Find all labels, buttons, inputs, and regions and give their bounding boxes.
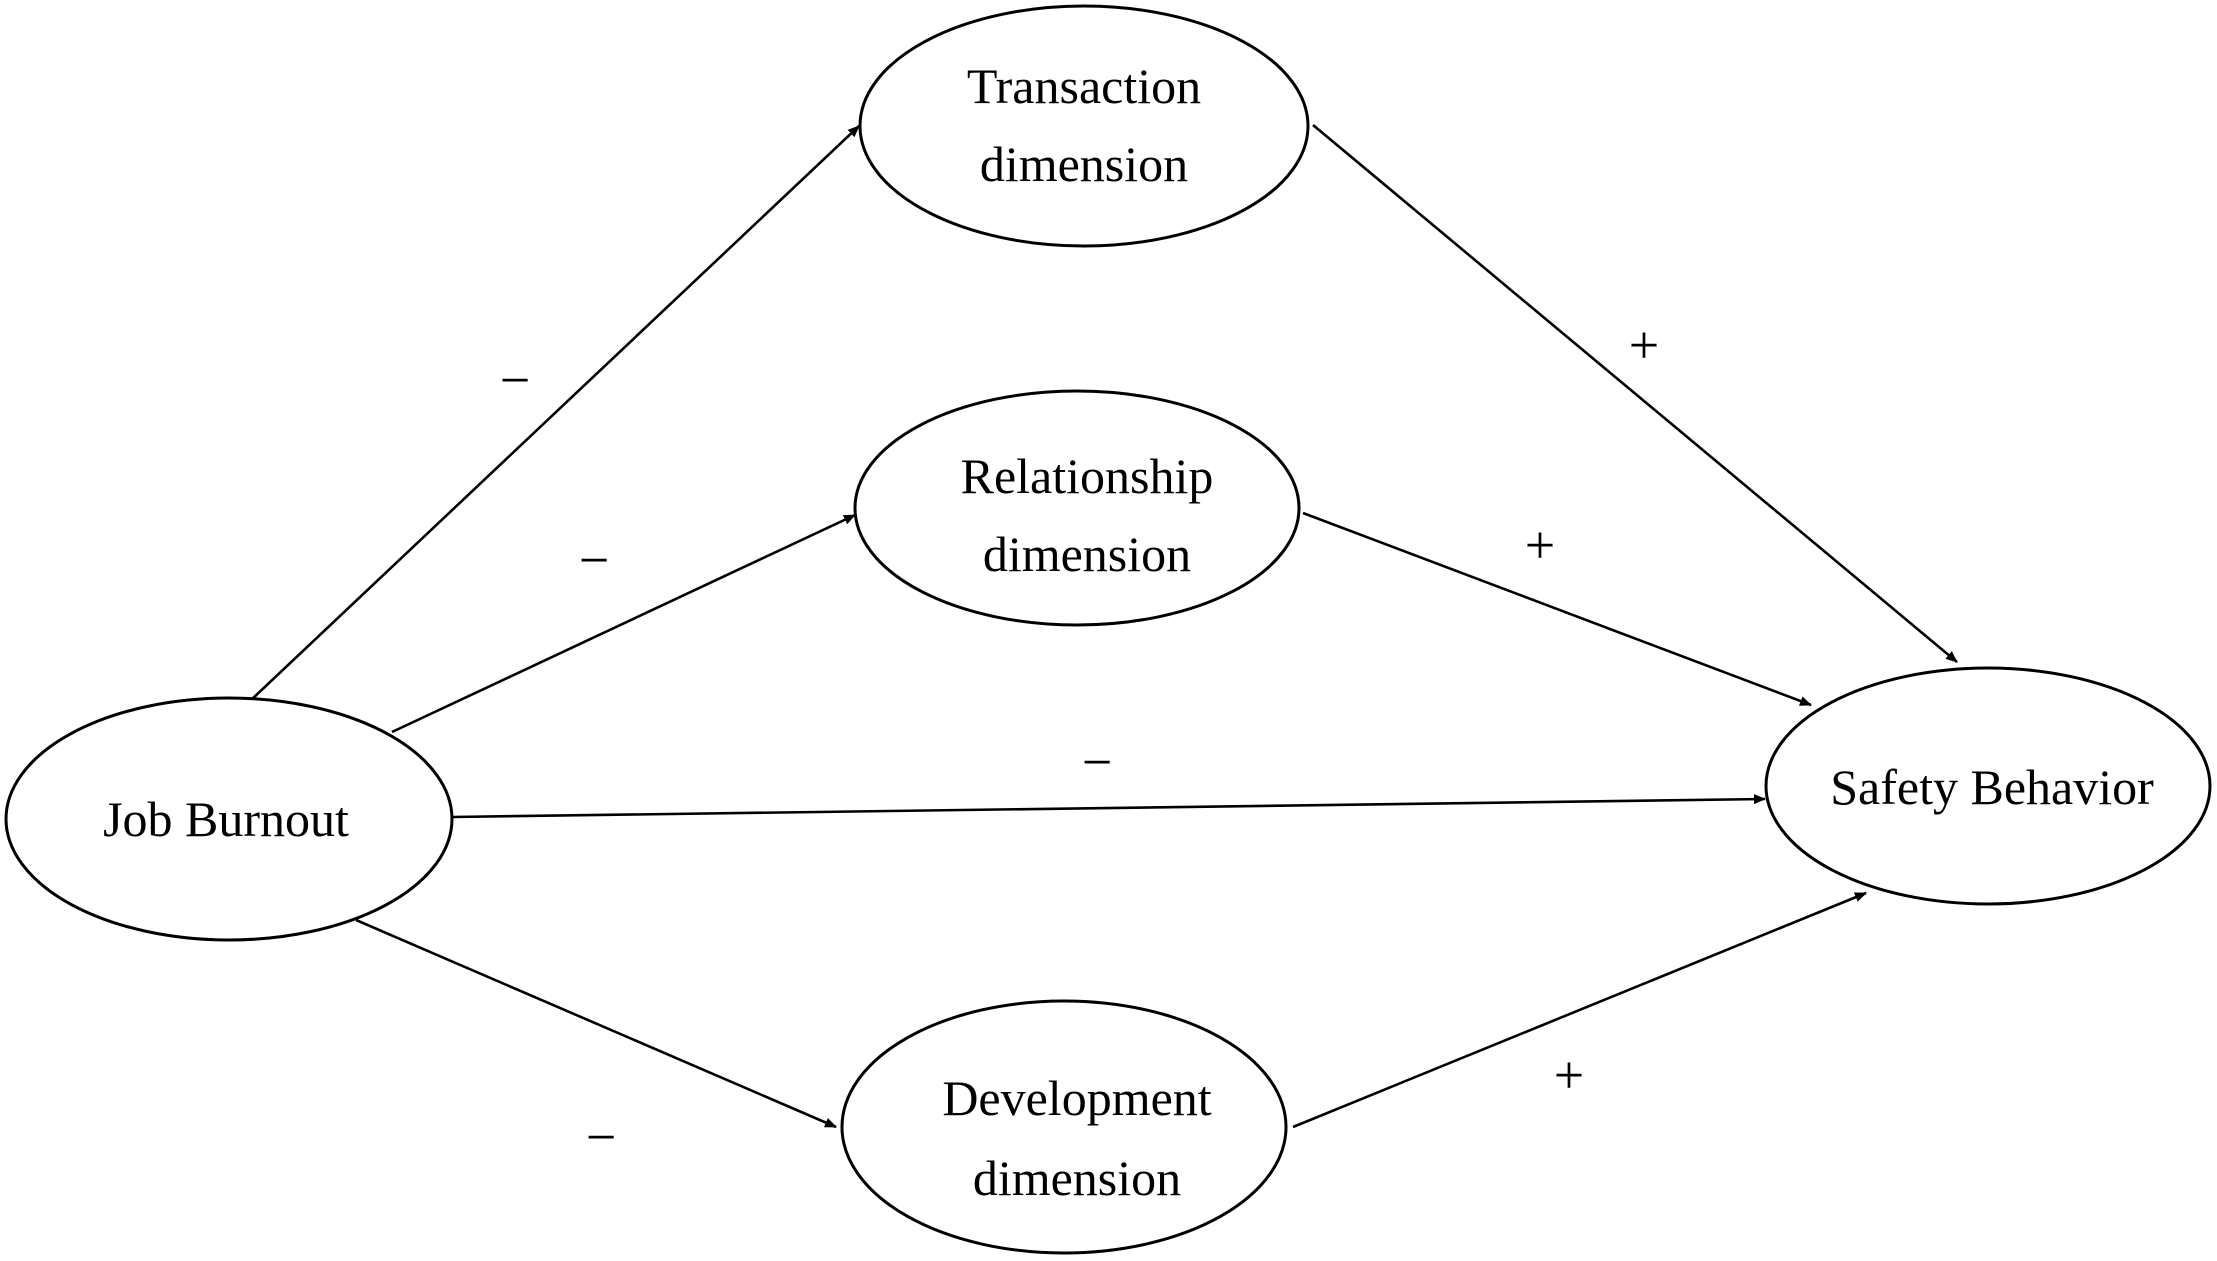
edge-burnout-to-transaction: − (250, 125, 860, 701)
node-ellipse (840, 999, 1288, 1255)
node-development-dimension: Development dimension (840, 999, 1288, 1255)
node-label-line2: dimension (983, 526, 1191, 582)
node-label: Job Burnout (103, 791, 349, 847)
edge-sign-burnout-safety: − (1082, 732, 1112, 792)
edge-sign-relationship-safety: + (1525, 515, 1555, 575)
node-transaction-dimension: Transaction dimension (858, 4, 1310, 248)
edge-line (355, 918, 837, 1129)
edge-sign-burnout-transaction: − (500, 350, 530, 410)
node-safety-behavior: Safety Behavior (1764, 666, 2212, 906)
edge-burnout-to-safety: − (451, 732, 1766, 819)
edge-sign-burnout-relationship: − (579, 530, 609, 590)
edge-line (1292, 891, 1867, 1129)
edge-sign-transaction-safety: + (1629, 315, 1659, 375)
edge-line (1302, 511, 1812, 707)
node-ellipse (1764, 666, 2212, 906)
edge-line (1312, 124, 1958, 663)
node-label: Safety Behavior (1830, 759, 2154, 815)
edge-line (391, 513, 856, 734)
node-label-line1: Transaction (967, 58, 1201, 114)
node-job-burnout: Job Burnout (4, 696, 454, 942)
edge-development-to-safety: + (1292, 891, 1867, 1129)
node-label-line2: dimension (980, 136, 1188, 192)
node-ellipse (4, 696, 454, 942)
edge-line (451, 794, 1766, 819)
edge-sign-burnout-development: − (586, 1107, 616, 1167)
node-label-line1: Relationship (961, 448, 1214, 504)
edge-burnout-to-development: − (355, 918, 837, 1167)
node-label-line1: Development (942, 1070, 1211, 1126)
edge-line (250, 125, 860, 701)
edge-sign-development-safety: + (1554, 1045, 1584, 1105)
edge-transaction-to-safety: + (1312, 124, 1958, 663)
edge-burnout-to-relationship: − (391, 513, 856, 734)
node-ellipse (858, 4, 1310, 248)
edge-relationship-to-safety: + (1302, 511, 1812, 707)
node-relationship-dimension: Relationship dimension (853, 389, 1301, 627)
node-ellipse (853, 389, 1301, 627)
node-label-line2: dimension (973, 1150, 1181, 1206)
